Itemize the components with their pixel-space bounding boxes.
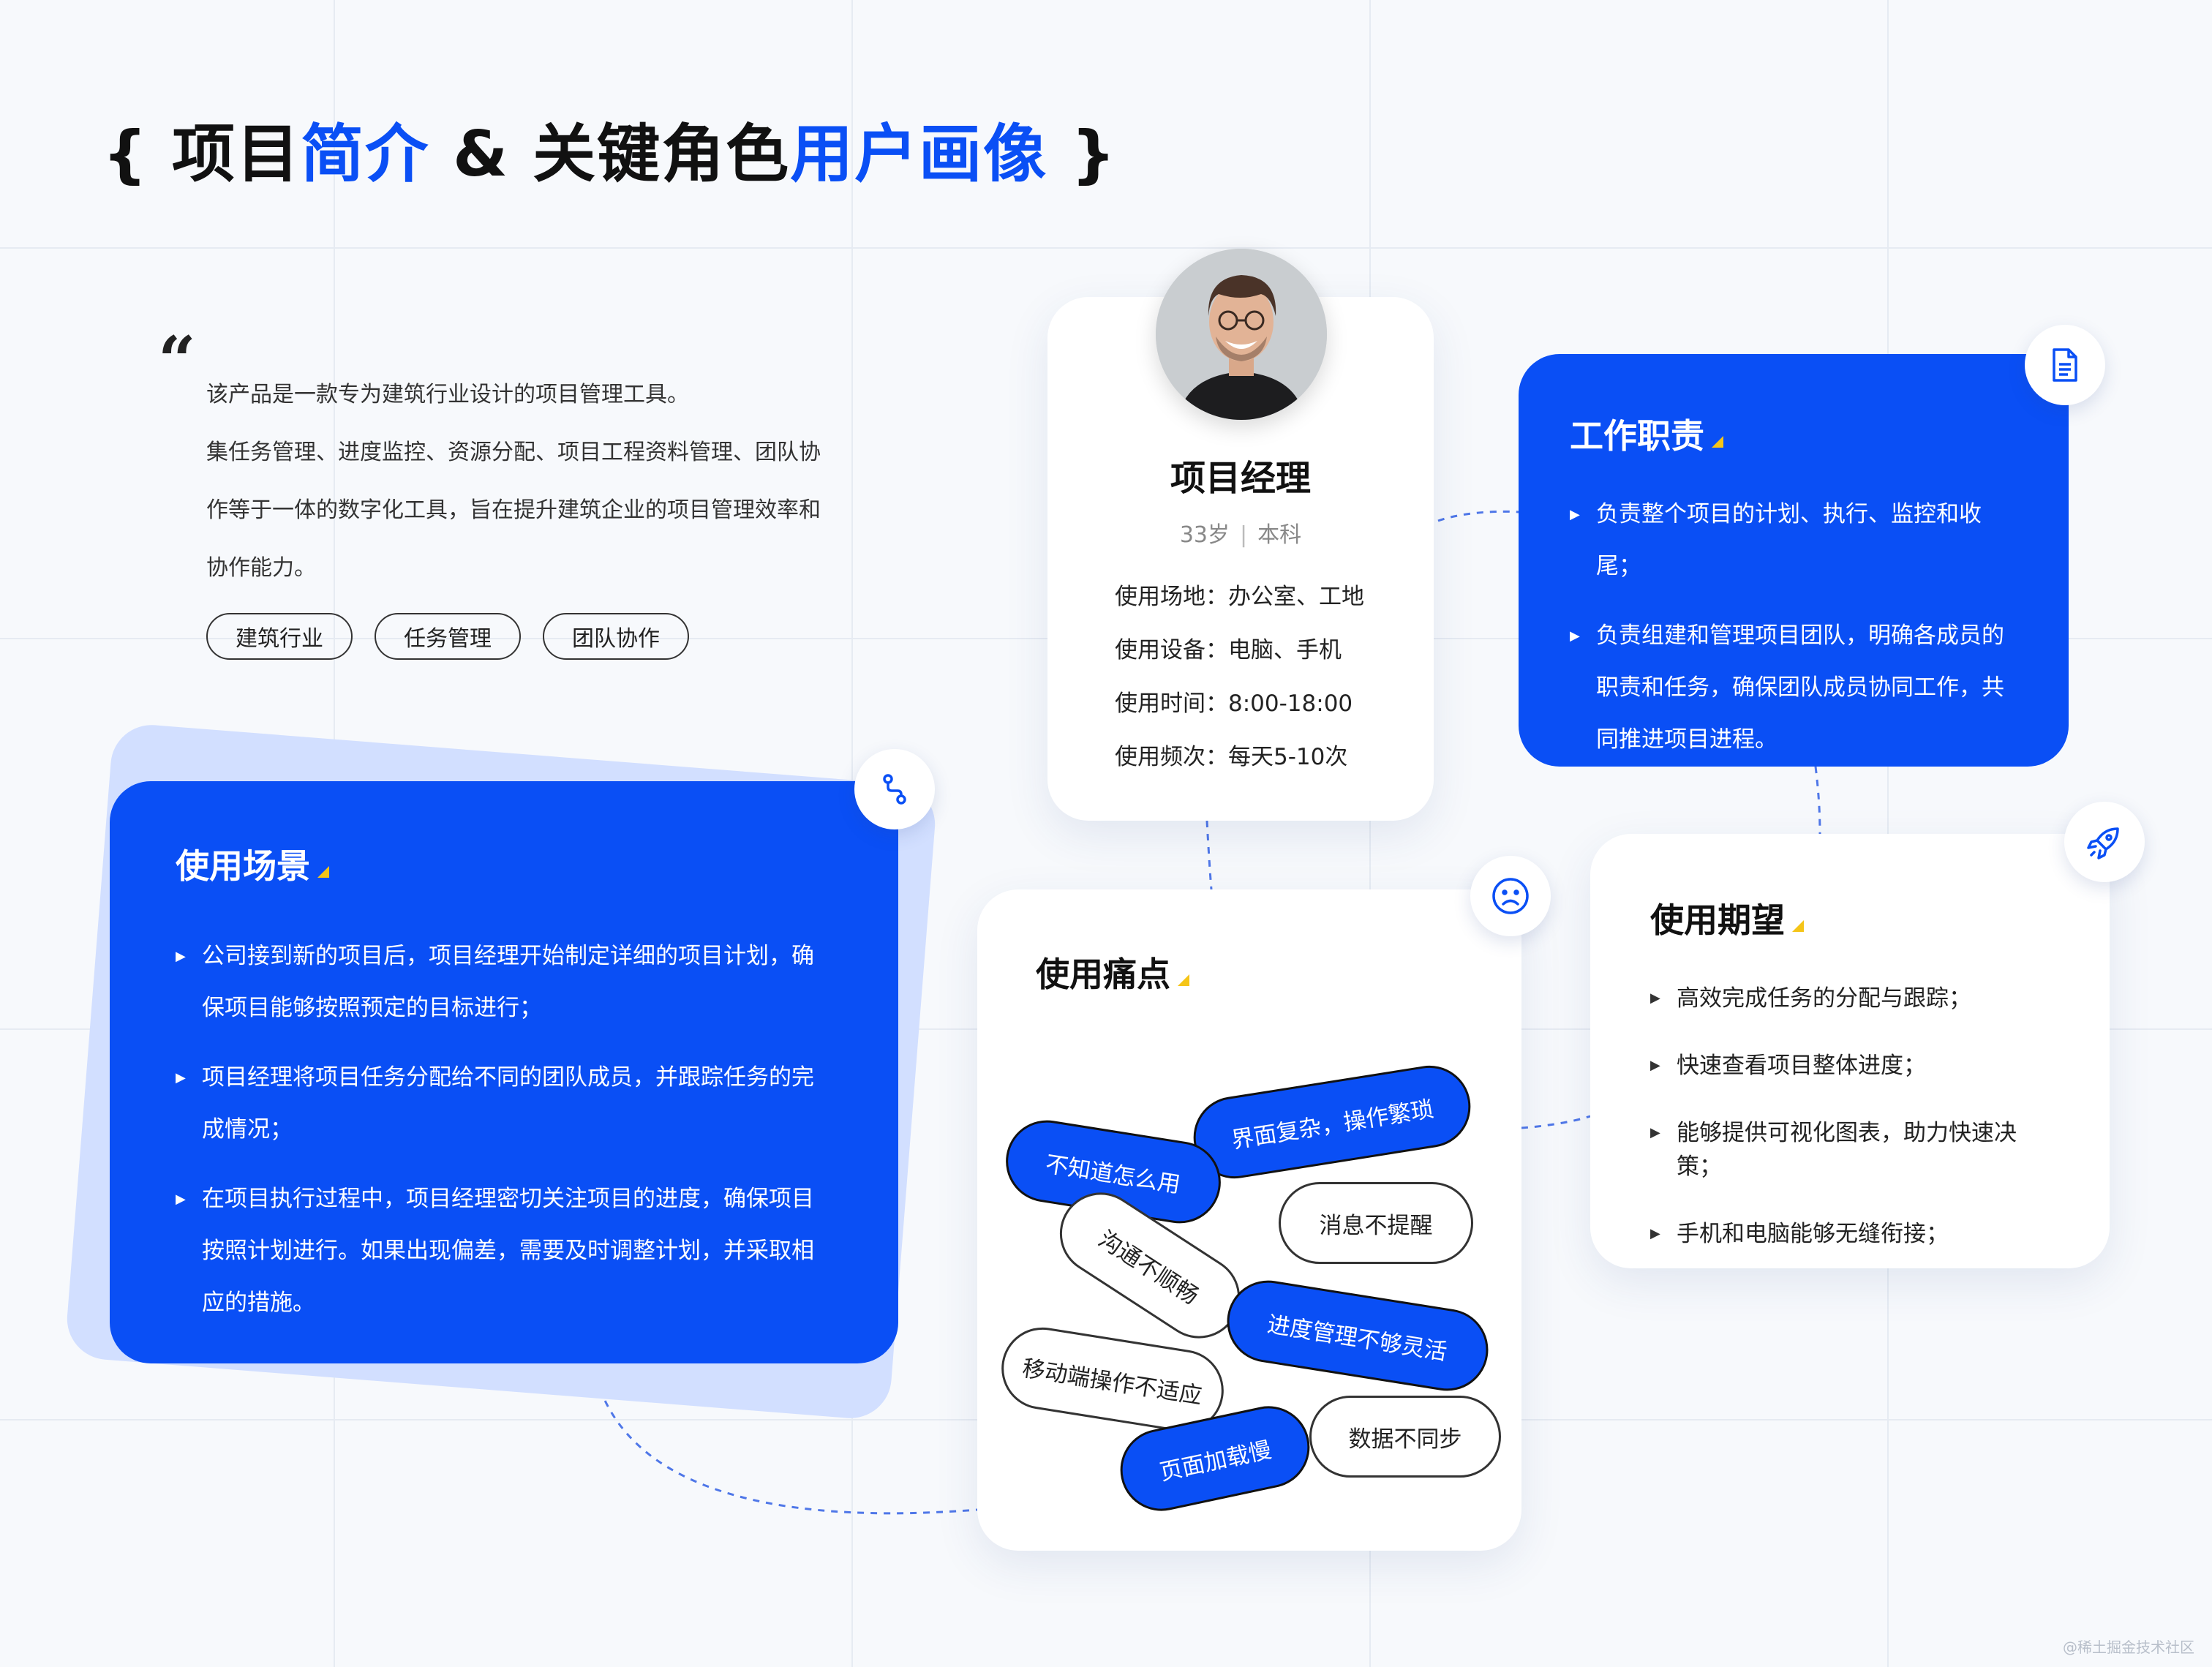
flow-icon [854,749,935,829]
profile-meta: 33岁|本科 [1179,522,1302,548]
pain-pill: 消息不提醒 [1279,1182,1473,1264]
expect-title: 使用期望 [1650,900,1785,940]
title-part-3: & 关键角色 [429,118,791,191]
scene-card: 使用场景 ▶公司接到新的项目后，项目经理开始制定详细的项目计划，确保项目能够按照… [110,781,898,1363]
title-accent [1792,920,1804,932]
title-accent [1712,436,1723,448]
brace-open: { [102,118,149,191]
profile-info: 使用场地：办公室、工地 使用设备：电脑、手机 使用时间：8:00-18:00 使… [1047,571,1434,784]
duty-item: ▶负责整个项目的计划、执行、监控和收尾； [1570,489,2017,592]
profile-info-row: 使用频次：每天5-10次 [1115,744,1348,770]
document-icon [2025,325,2105,405]
expect-card: 使用期望 ▶高效完成任务的分配与跟踪； ▶快速查看项目整体进度； ▶能够提供可视… [1590,834,2110,1268]
duty-title: 工作职责 [1570,416,1704,456]
bullet-icon: ▶ [1650,1226,1660,1241]
profile-info-row: 使用场地：办公室、工地 [1115,584,1364,610]
watermark: @稀土掘金技术社区 [2063,1638,2194,1656]
bullet-icon: ▶ [1650,1125,1660,1140]
profile-name: 项目经理 [1170,458,1311,499]
scene-item: ▶在项目执行过程中，项目经理密切关注项目的进度，确保项目按照计划进行。如果出现偏… [176,1173,832,1329]
grid-line [1887,0,1889,1667]
expect-item: ▶能够提供可视化图表，助力快速决策； [1650,1116,2050,1184]
bullet-icon: ▶ [176,949,186,964]
profile-card: 项目经理 33岁|本科 使用场地：办公室、工地 使用设备：电脑、手机 使用时间：… [1047,297,1434,821]
expect-item: ▶手机和电脑能够无缝衔接； [1650,1217,2050,1251]
tag-list: 建筑行业 任务管理 团队协作 [206,613,689,660]
title-accent [1178,974,1189,986]
rocket-icon [2064,802,2145,882]
bullet-icon: ▶ [176,1192,186,1207]
grid-line [1369,0,1371,1667]
tag: 建筑行业 [206,613,353,660]
tag: 任务管理 [375,613,521,660]
title-part-1: 项目 [148,118,301,191]
intro-line: 集任务管理、进度监控、资源分配、项目工程资料管理、团队协 [206,440,821,465]
page-title: { 项目简介 & 关键角色用户画像 } [102,102,1117,194]
quote-icon: “ [158,322,196,399]
title-part-4: 用户画像 [790,118,1048,191]
expect-item: ▶高效完成任务的分配与跟踪； [1650,982,2050,1015]
profile-education: 本科 [1257,522,1302,548]
expect-item: ▶快速查看项目整体进度； [1650,1049,2050,1083]
bullet-icon: ▶ [1570,628,1580,644]
scene-item: ▶项目经理将项目任务分配给不同的团队成员，并跟踪任务的完成情况； [176,1052,832,1156]
bullet-icon: ▶ [1570,507,1580,522]
bullet-icon: ▶ [1650,990,1660,1006]
scene-title: 使用场景 [176,846,310,886]
title-accent [317,866,329,878]
brace-close: } [1047,118,1118,191]
pain-title: 使用痛点 [1036,955,1170,994]
intro-line: 作等于一体的数字化工具，旨在提升建筑企业的项目管理效率和 [206,497,821,523]
profile-info-row: 使用设备：电脑、手机 [1115,637,1342,663]
tag: 团队协作 [543,613,689,660]
bullet-icon: ▶ [176,1070,186,1085]
profile-age: 33岁 [1179,522,1230,548]
grid-line [0,247,2212,249]
scene-item: ▶公司接到新的项目后，项目经理开始制定详细的项目计划，确保项目能够按照预定的目标… [176,930,832,1034]
sad-face-icon [1470,856,1551,936]
title-part-2: 简介 [301,118,430,191]
bullet-icon: ▶ [1650,1058,1660,1073]
pain-pill: 数据不同步 [1309,1396,1501,1478]
intro-line: 协作能力。 [206,555,316,581]
duty-item: ▶负责组建和管理项目团队，明确各成员的职责和任务，确保团队成员协同工作，共同推进… [1570,610,2017,766]
duty-card: 工作职责 ▶负责整个项目的计划、执行、监控和收尾； ▶负责组建和管理项目团队，明… [1519,354,2069,767]
profile-info-row: 使用时间：8:00-18:00 [1115,690,1353,717]
avatar [1156,249,1327,420]
intro-text: 该产品是一款专为建筑行业设计的项目管理工具。 集任务管理、进度监控、资源分配、项… [206,366,857,597]
intro-line: 该产品是一款专为建筑行业设计的项目管理工具。 [206,382,689,407]
